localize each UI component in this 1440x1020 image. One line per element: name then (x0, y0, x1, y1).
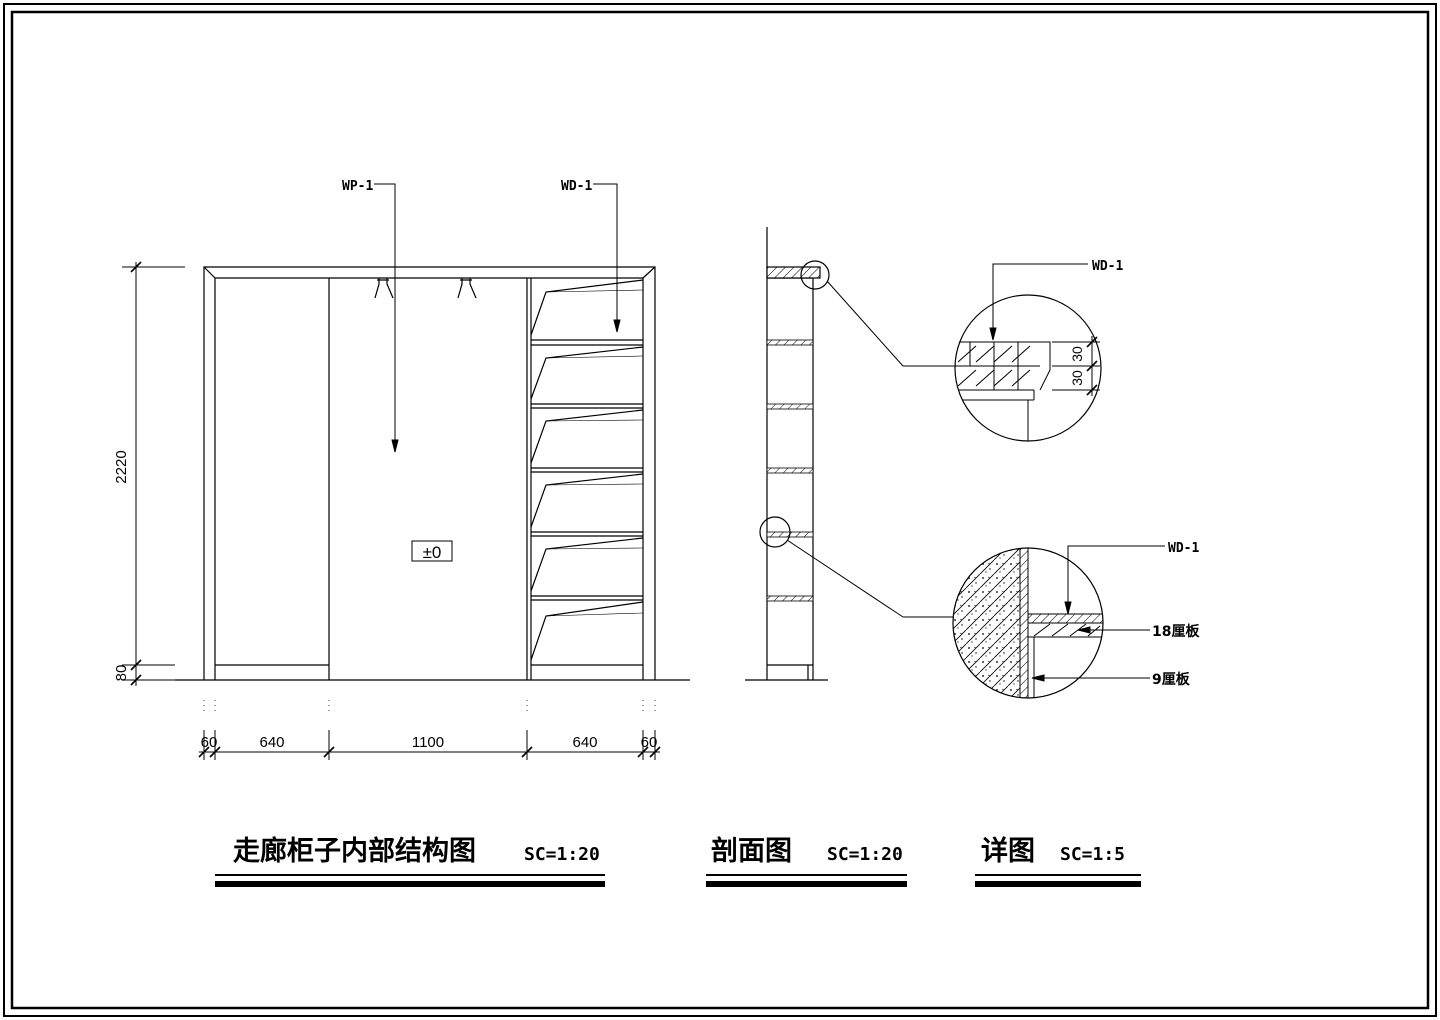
dim-2220: 2220 (113, 450, 130, 483)
detail-bottom-leaders (1031, 545, 1165, 682)
dim-60-left: 60 (201, 734, 218, 751)
cabinet-section (745, 227, 955, 681)
dim-640-left: 640 (259, 734, 284, 751)
title-detail-scale: SC=1:5 (1060, 844, 1125, 865)
ceiling-light-icon (374, 278, 477, 299)
title-main-scale: SC=1:20 (524, 844, 600, 865)
label-9-board: 9厘板 (1152, 671, 1191, 688)
label-18-board: 18厘板 (1152, 623, 1200, 640)
detail-top-circle (954, 294, 1102, 442)
shoe-shelves (530, 279, 644, 661)
title-section: 剖面图 (711, 835, 792, 867)
dim-1100: 1100 (412, 734, 444, 751)
dim-80: 80 (113, 665, 130, 682)
tag-wd-elevation: WD-1 (561, 179, 592, 194)
level-mark-box (411, 540, 453, 562)
detail-top-leader (989, 263, 1088, 341)
horizontal-dimension (198, 700, 661, 760)
detail-bottom-circle (952, 547, 1104, 699)
dim-640-right: 640 (572, 734, 597, 751)
tag-wd-detail-bottom: WD-1 (1168, 541, 1199, 556)
dim-30-top: 30 (1069, 346, 1085, 362)
title-section-underline (706, 874, 907, 887)
tag-wp: WP-1 (342, 179, 373, 194)
dim-60-right: 60 (641, 734, 658, 751)
tag-wd-detail-top: WD-1 (1092, 259, 1123, 274)
title-section-scale: SC=1:20 (827, 844, 903, 865)
vertical-dimension (122, 261, 185, 686)
sheet-border (3, 3, 1437, 1017)
title-main-underline (215, 874, 605, 887)
cabinet-elevation (175, 266, 690, 681)
title-detail: 详图 (981, 835, 1035, 867)
level-mark: ±0 (423, 543, 442, 562)
title-detail-underline (975, 874, 1141, 887)
elevation-leaders (374, 183, 621, 453)
dim-30-bottom: 30 (1069, 370, 1085, 386)
title-main: 走廊柜子内部结构图 (233, 835, 476, 867)
